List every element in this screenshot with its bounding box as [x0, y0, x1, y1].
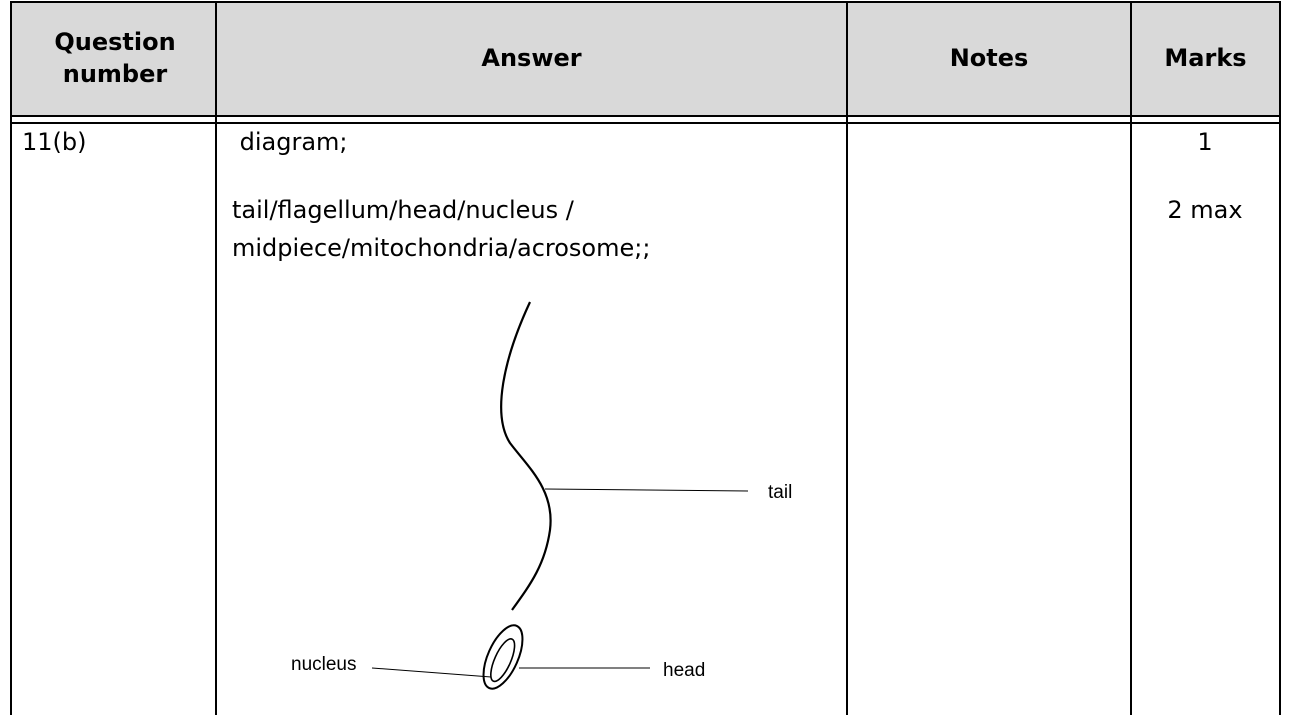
table-left-border	[10, 1, 12, 715]
column-divider-2	[846, 1, 848, 715]
mark-value-1: 1	[1197, 128, 1213, 156]
mark-value-2: 2 max	[1167, 196, 1243, 224]
head-label: head	[663, 660, 705, 681]
column-divider-1	[215, 1, 217, 715]
sperm-tail-line	[500, 301, 552, 611]
question-number-cell: 11(b)	[22, 128, 87, 156]
nucleus-label-line	[371, 667, 492, 678]
nucleus-label: nucleus	[291, 654, 357, 675]
header-bottom-border	[10, 115, 1281, 117]
header-notes: Notes	[949, 43, 1029, 72]
tail-label: tail	[768, 482, 792, 503]
answer-line-parts-2: midpiece/mitochondria/acrosome;;	[232, 234, 651, 262]
tail-label-line	[544, 488, 749, 492]
header-answer: Answer	[481, 43, 582, 72]
header-marks: Marks	[1164, 43, 1247, 72]
header-row-separator	[10, 122, 1281, 124]
table-header-background	[10, 2, 1281, 115]
column-divider-3	[1130, 1, 1132, 715]
table-right-border	[1279, 1, 1281, 715]
answer-line-diagram: diagram;	[232, 128, 348, 156]
sperm-head-shape	[482, 624, 524, 690]
header-question-number: Question number	[54, 27, 176, 88]
answer-line-parts-1: tail/flagellum/head/nucleus /	[232, 196, 574, 224]
table-top-border	[10, 1, 1281, 3]
sperm-nucleus-shape	[490, 638, 516, 683]
